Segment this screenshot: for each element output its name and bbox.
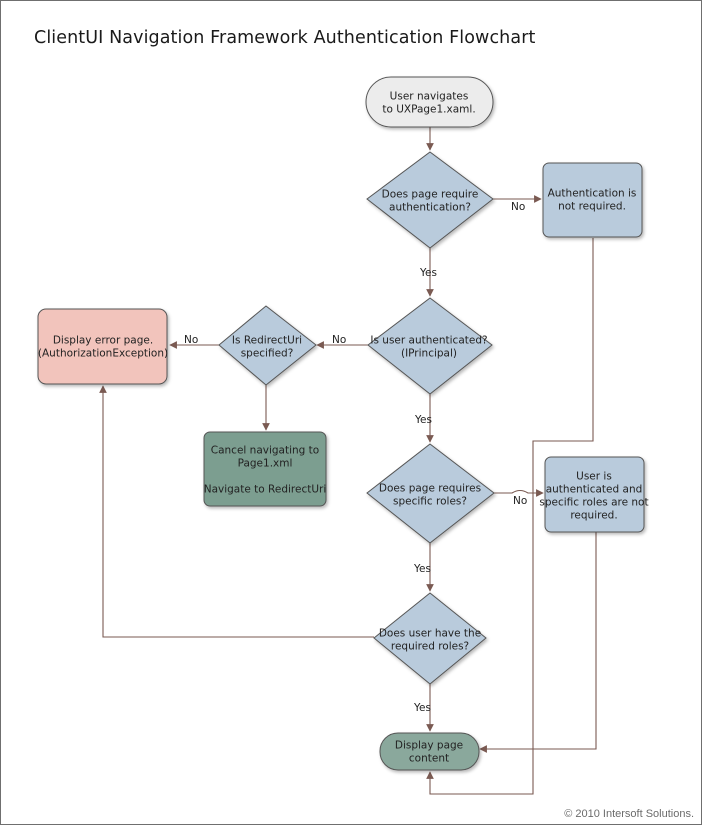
- edge-label-q2-yes: Yes: [414, 414, 432, 426]
- node-error-page-text: Display error page.(AuthorizationExcepti…: [38, 335, 168, 360]
- q-specific-roles-line-1: specific roles?: [393, 496, 467, 508]
- cancel-nav-line-0: Cancel navigating to: [211, 445, 319, 457]
- edge-label-q2-no: No: [332, 334, 346, 346]
- start-line-1: to UXPage1.xaml.: [382, 104, 475, 116]
- display-content-line-0: Display page: [395, 740, 463, 752]
- q-require-auth-line-1: authentication?: [389, 202, 471, 214]
- edges: [99, 127, 597, 795]
- roles-not-required-line-2: specific roles are not: [539, 497, 648, 509]
- error-page-line-1: (AuthorizationException): [38, 348, 168, 360]
- roles-not-required-line-3: required.: [570, 510, 617, 522]
- edge-label-q1-yes: Yes: [419, 267, 437, 279]
- q-user-authenticated-line-1: (IPrincipal): [401, 348, 457, 360]
- edge-q4-no: [99, 385, 374, 638]
- edge-label-redirect-no: No: [184, 334, 198, 346]
- q-redirect-line-0: Is RedirectUri: [232, 335, 302, 347]
- edge-label-q4-yes: Yes: [413, 702, 431, 714]
- q-require-auth-line-0: Does page require: [382, 189, 479, 201]
- auth-not-required-line-0: Authentication is: [548, 188, 637, 200]
- node-q-user-authenticated-text: Is user authenticated?(IPrincipal): [370, 335, 487, 360]
- display-content-line-1: content: [409, 753, 449, 765]
- cancel-nav-line-1: Page1.xml: [238, 458, 293, 470]
- edge-roles-not-required-to-content: [479, 531, 597, 753]
- start-line-0: User navigates: [390, 91, 469, 103]
- node-error-page: Display error page.(AuthorizationExcepti…: [37, 308, 168, 385]
- error-page-line-0: Display error page.: [53, 335, 153, 347]
- edge-label-q1-no: No: [511, 201, 525, 213]
- page-title: ClientUI Navigation Framework Authentica…: [34, 28, 536, 48]
- edge-q3-no: [494, 489, 544, 497]
- cancel-nav-line-3: Navigate to RedirectUri: [204, 484, 327, 496]
- node-q-user-authenticated: Is user authenticated?(IPrincipal): [367, 297, 493, 395]
- copyright-notice: © 2010 Intersoft Solutions.: [564, 808, 694, 820]
- q-specific-roles-line-0: Does page requires: [379, 483, 481, 495]
- auth-not-required-line-1: not required.: [558, 201, 626, 213]
- q-has-roles-line-0: Does user have the: [379, 628, 481, 640]
- edge-auth-not-required-to-content: [426, 238, 594, 795]
- edge-labels: No Yes No No Yes No Yes Yes: [184, 201, 527, 714]
- edge-label-q3-yes: Yes: [413, 563, 431, 575]
- q-has-roles-line-1: required roles?: [391, 641, 469, 653]
- q-redirect-line-1: specified?: [241, 348, 294, 360]
- roles-not-required-line-1: authenticated and: [546, 484, 643, 496]
- q-user-authenticated-line-0: Is user authenticated?: [370, 335, 487, 347]
- roles-not-required-line-0: User is: [576, 471, 612, 483]
- edge-label-q3-no: No: [513, 495, 527, 507]
